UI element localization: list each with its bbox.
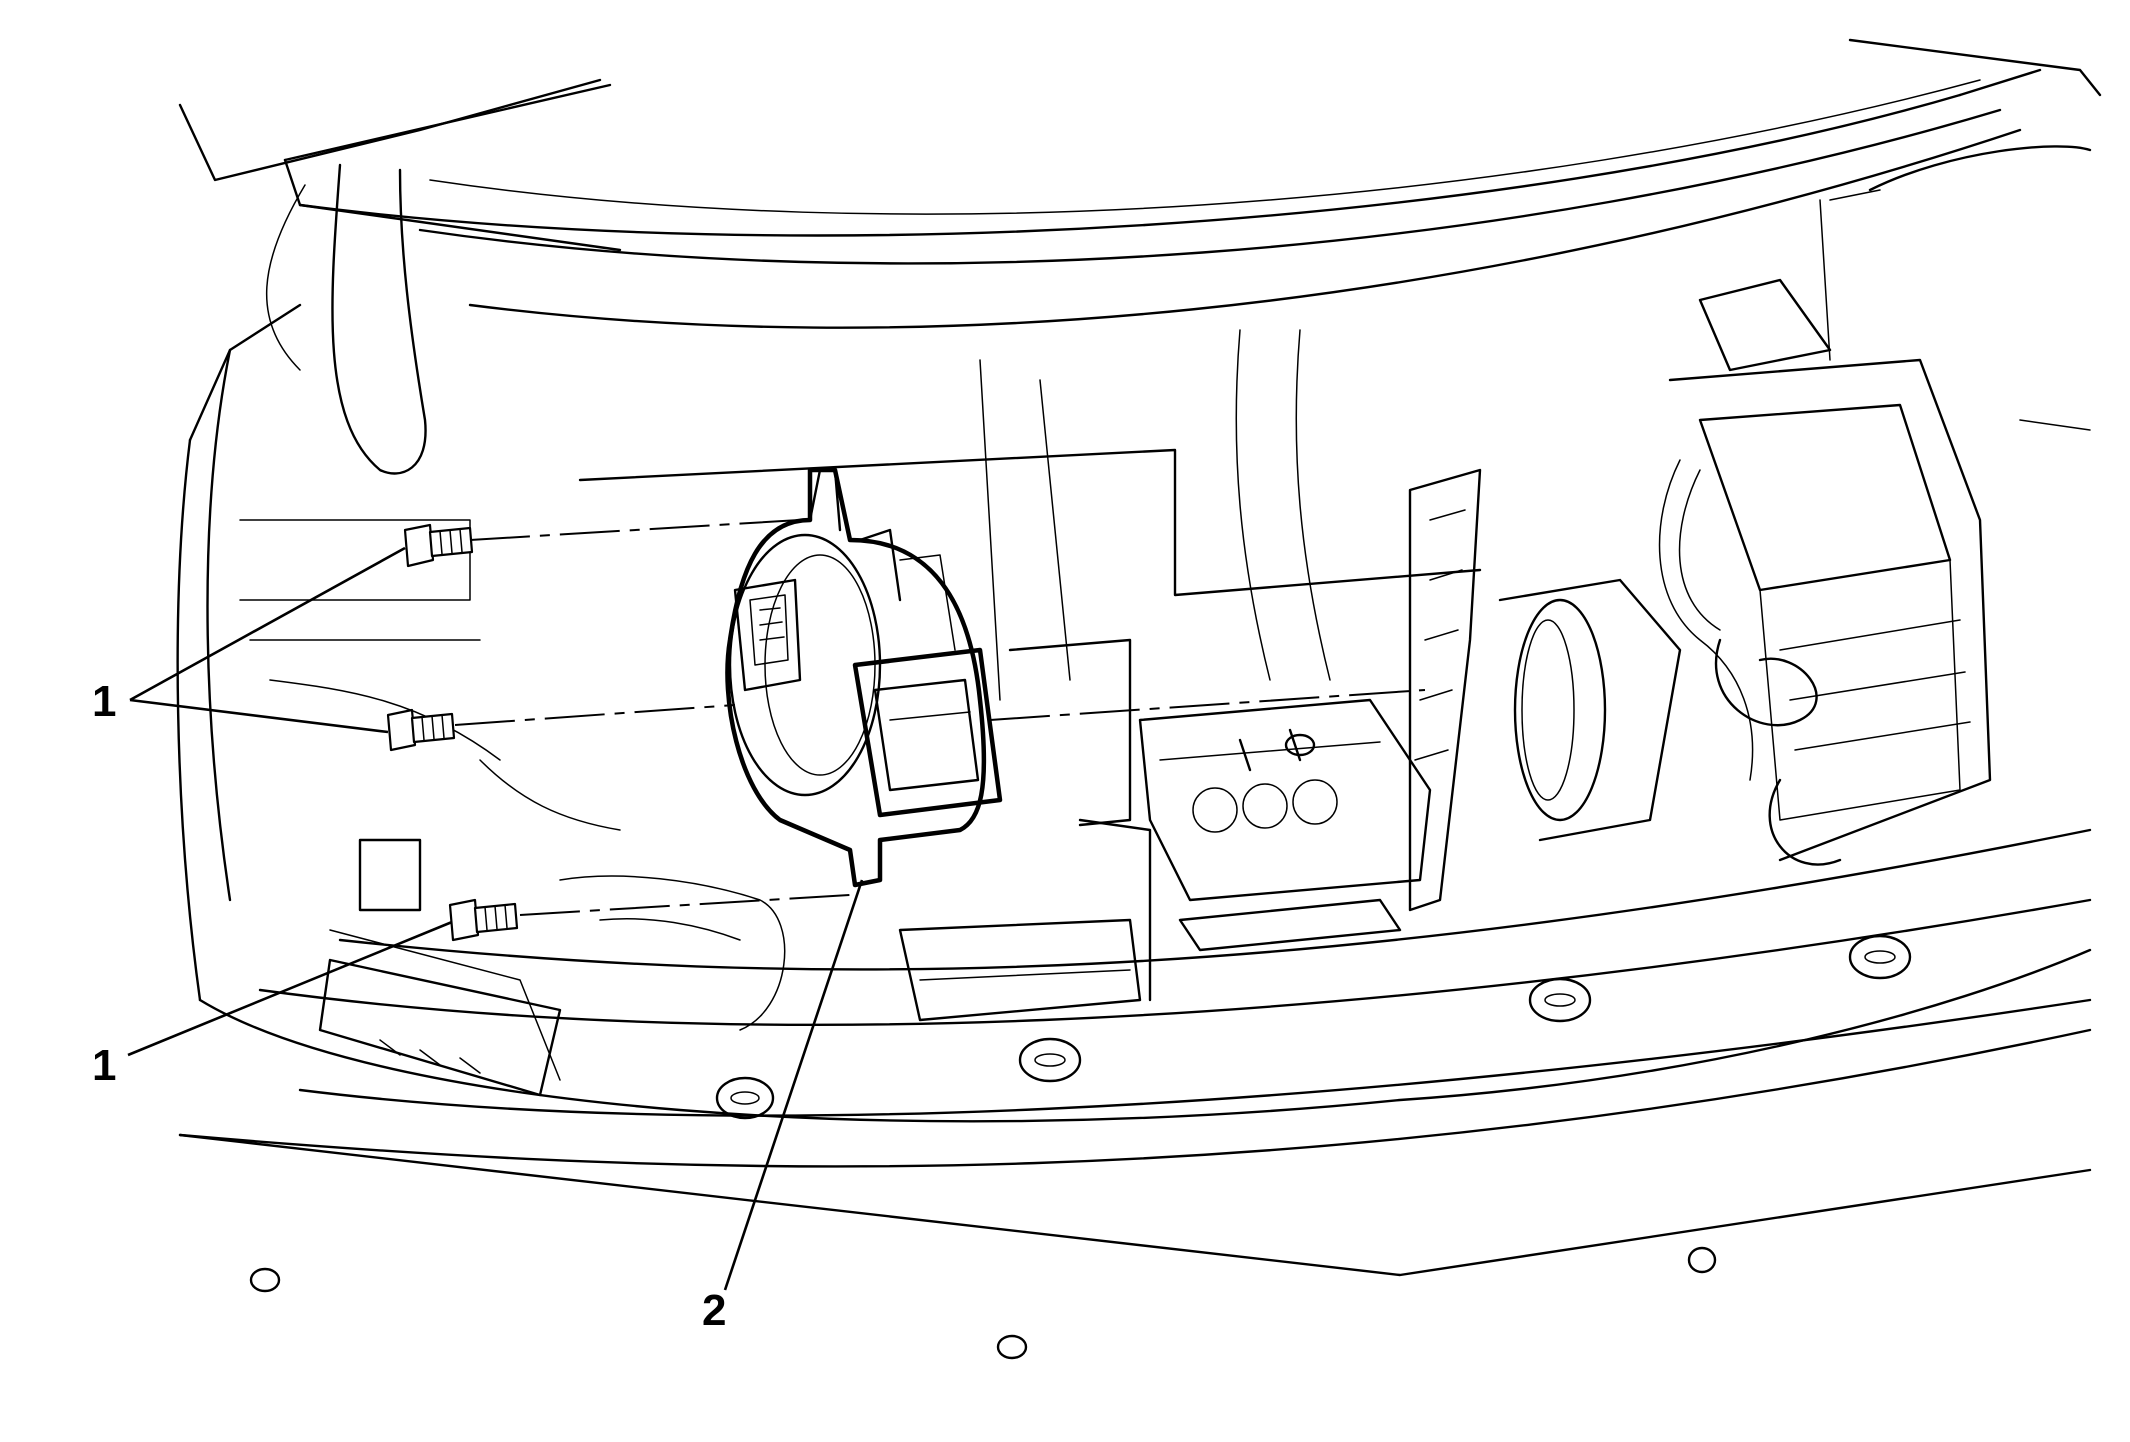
callout-leaders xyxy=(127,546,864,1291)
callout-bolt-upper: 1 xyxy=(92,677,116,726)
callout-bolt-lower: 1 xyxy=(92,1041,116,1090)
bolt-middle xyxy=(386,708,456,752)
callout-blower-motor: 2 xyxy=(702,1286,726,1335)
fender-and-fascia xyxy=(176,303,2092,1360)
left-wheelhouse-details xyxy=(239,519,786,1097)
hood-and-cowl xyxy=(178,38,2102,475)
bolt-upper xyxy=(403,523,474,568)
bolt-lower xyxy=(448,898,519,942)
blower-motor-assembly xyxy=(725,467,1003,888)
engine-bay-components xyxy=(578,145,2092,1022)
installation-axis-lines xyxy=(454,519,1426,916)
